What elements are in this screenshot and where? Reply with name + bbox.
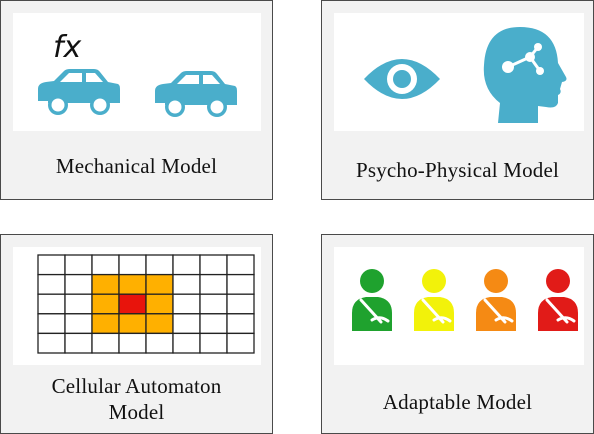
panel-adaptable-model: Adaptable Model bbox=[321, 234, 594, 434]
grid-cell bbox=[199, 254, 228, 276]
grid-cell bbox=[145, 332, 174, 354]
car-icon bbox=[155, 71, 237, 117]
car-icon bbox=[38, 69, 120, 115]
driver-icon bbox=[538, 269, 578, 331]
grid-cell bbox=[37, 332, 66, 354]
grid-cell bbox=[199, 313, 228, 335]
caption-mechanical-model: Mechanical Model bbox=[1, 153, 272, 179]
grid-cell bbox=[118, 313, 147, 335]
function-icon: fx bbox=[53, 30, 82, 65]
grid-cell bbox=[145, 254, 174, 276]
grid-cell bbox=[118, 273, 147, 295]
caption-line: Cellular Automaton bbox=[51, 374, 222, 398]
head-brain-icon bbox=[483, 27, 567, 123]
grid-cell bbox=[91, 313, 120, 335]
grid-cell bbox=[91, 273, 120, 295]
grid-cell bbox=[37, 313, 66, 335]
grid-cell bbox=[172, 313, 201, 335]
panel-cellular-automaton-model: Cellular Automaton Model bbox=[0, 234, 273, 434]
grid-cell bbox=[226, 332, 255, 354]
caption-psycho-physical-model: Psycho-Physical Model bbox=[322, 157, 593, 183]
grid-cell bbox=[64, 254, 93, 276]
grid-cell bbox=[145, 273, 174, 295]
grid-cell bbox=[118, 332, 147, 354]
driver-icon bbox=[476, 269, 516, 331]
grid-cell bbox=[226, 293, 255, 315]
grid-cell bbox=[37, 293, 66, 315]
grid-icon bbox=[37, 254, 255, 354]
grid-cell bbox=[37, 273, 66, 295]
grid-cell bbox=[64, 332, 93, 354]
grid-cell bbox=[199, 332, 228, 354]
caption-line: Mechanical Model bbox=[55, 154, 218, 178]
grid-cell bbox=[64, 293, 93, 315]
grid-cell bbox=[226, 254, 255, 276]
panel-adaptable-illustration bbox=[334, 247, 584, 365]
panel-psycho-physical-model: Psycho-Physical Model bbox=[321, 0, 594, 200]
grid-cell bbox=[91, 293, 120, 315]
eye-icon bbox=[364, 59, 440, 99]
grid-cell bbox=[172, 293, 201, 315]
grid-cell bbox=[91, 332, 120, 354]
grid-cell bbox=[145, 313, 174, 335]
grid-cell bbox=[226, 273, 255, 295]
grid-cell bbox=[226, 313, 255, 335]
driver-icon bbox=[414, 269, 454, 331]
grid-cell bbox=[118, 293, 147, 315]
grid-cell bbox=[37, 254, 66, 276]
grid-cell bbox=[145, 293, 174, 315]
panel-psycho-illustration bbox=[334, 13, 584, 131]
driver-icon bbox=[352, 269, 392, 331]
caption-cellular-automaton-model: Cellular Automaton Model bbox=[1, 373, 272, 425]
panel-mechanical-model: fx Mechanical Mod bbox=[0, 0, 273, 200]
grid-cell bbox=[172, 254, 201, 276]
panel-cellular-illustration bbox=[13, 247, 261, 365]
caption-line: Adaptable Model bbox=[382, 390, 533, 414]
grid-cell bbox=[64, 273, 93, 295]
grid-cell bbox=[172, 332, 201, 354]
grid-cell bbox=[64, 313, 93, 335]
grid-cell bbox=[199, 273, 228, 295]
psycho-illustration bbox=[364, 27, 567, 123]
drivers-illustration bbox=[352, 269, 578, 331]
panel-mechanical-illustration: fx bbox=[13, 13, 261, 131]
caption-line: Model bbox=[108, 400, 165, 424]
grid-cell bbox=[199, 293, 228, 315]
grid-cell bbox=[118, 254, 147, 276]
caption-line: Psycho-Physical Model bbox=[355, 158, 560, 182]
grid-cell bbox=[172, 273, 201, 295]
mechanical-illustration: fx bbox=[38, 30, 237, 117]
grid-cell bbox=[91, 254, 120, 276]
caption-adaptable-model: Adaptable Model bbox=[322, 389, 593, 415]
